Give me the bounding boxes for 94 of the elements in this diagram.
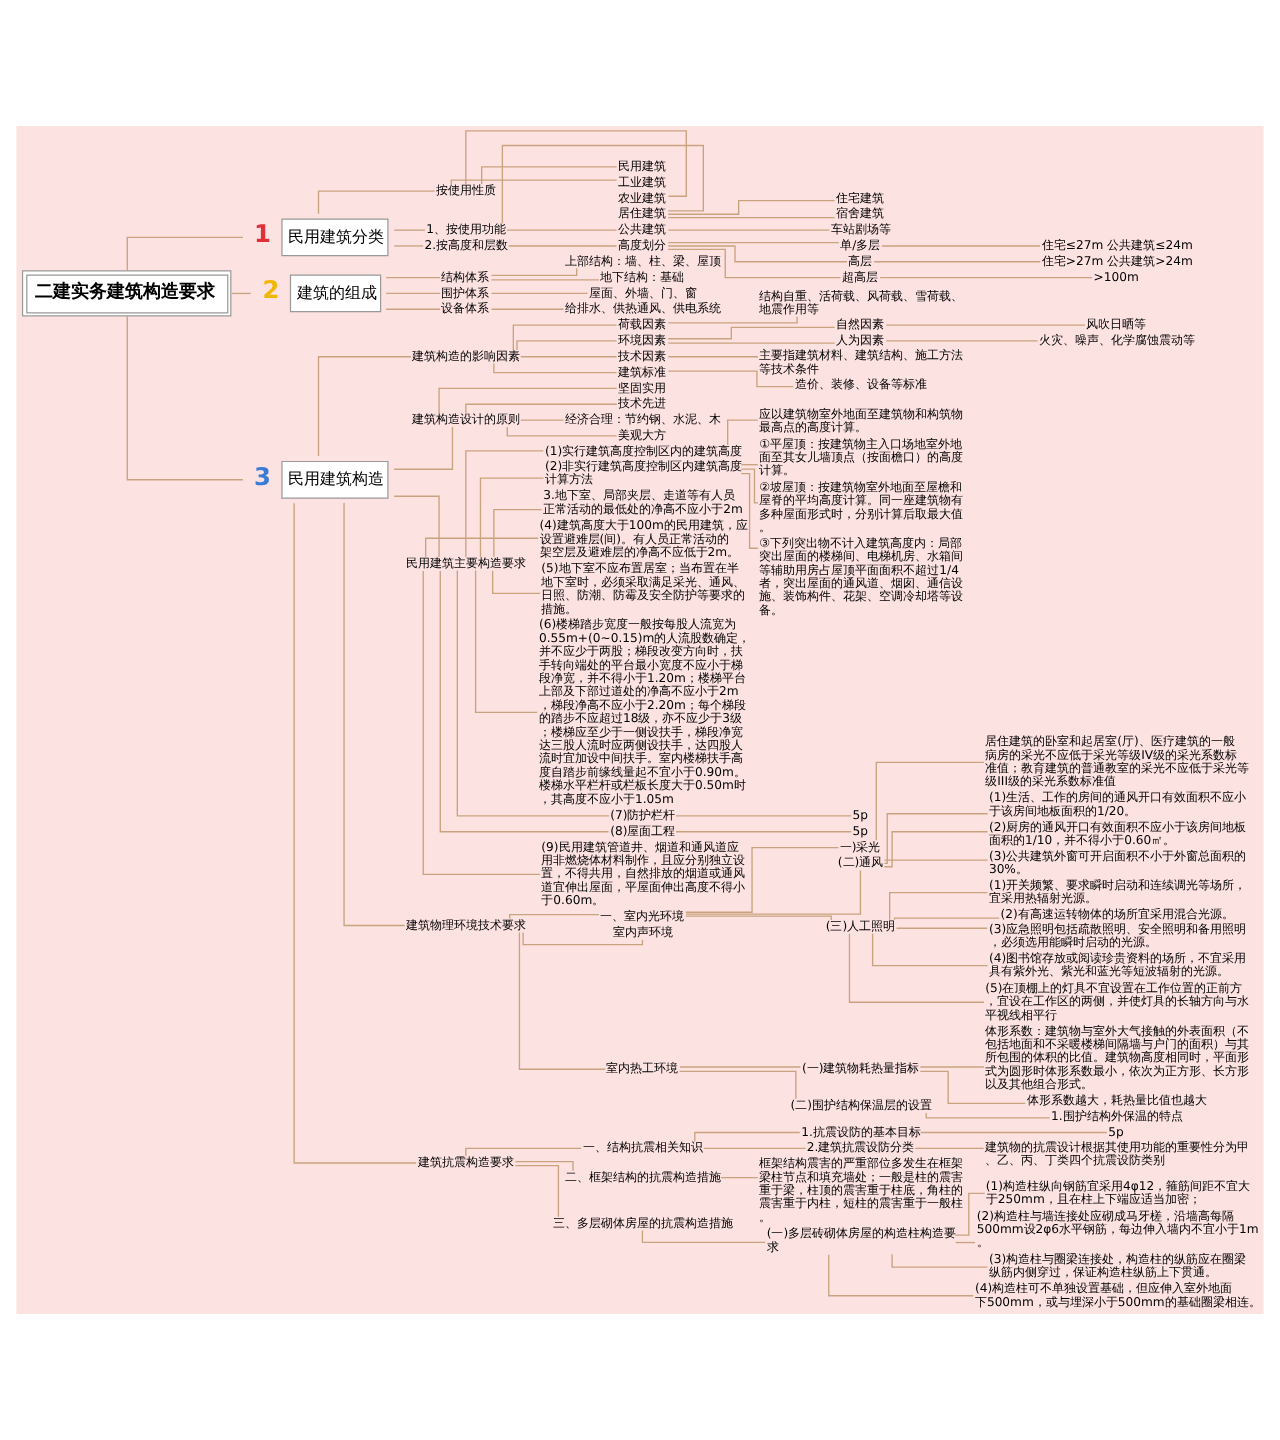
connector: [871, 932, 989, 967]
connector: [438, 387, 618, 415]
connector: [518, 931, 606, 1070]
connector: [393, 229, 426, 231]
connector: [422, 570, 541, 876]
node-label: 1: [253, 220, 271, 249]
connector: [465, 450, 544, 558]
connector: [493, 508, 543, 558]
connector: [720, 1176, 759, 1179]
connector: [385, 292, 441, 295]
connector: [883, 831, 989, 868]
connector: [506, 229, 618, 231]
connector: [490, 267, 578, 277]
connector: [512, 324, 618, 351]
connector: [889, 891, 989, 921]
connector: [490, 308, 565, 310]
connector: [465, 403, 618, 414]
connector: [385, 308, 441, 310]
connector: [667, 216, 836, 219]
connector: [685, 846, 840, 913]
connector: [293, 502, 417, 1164]
connector: [925, 1112, 1051, 1119]
connector: [393, 245, 424, 247]
connector: [675, 831, 852, 833]
connector: [490, 292, 589, 295]
connector: [126, 315, 244, 481]
connector: [667, 248, 842, 279]
connector: [883, 813, 989, 865]
connector: [667, 370, 794, 388]
connector: [479, 477, 545, 558]
node-label: 3: [253, 462, 271, 491]
connector: [667, 241, 840, 244]
connector: [126, 236, 244, 272]
connector: [891, 1253, 989, 1268]
connector: [520, 356, 618, 358]
connector: [727, 419, 759, 446]
connector: [685, 915, 832, 921]
connector: [509, 913, 600, 920]
connector: [425, 537, 539, 558]
connector: [450, 179, 618, 185]
connector: [393, 426, 454, 470]
connector: [317, 356, 412, 457]
connector: [885, 324, 1086, 326]
connector: [490, 279, 600, 281]
connector: [694, 1131, 801, 1143]
connector: [439, 570, 610, 833]
connector: [465, 1147, 582, 1157]
connector: [465, 130, 687, 197]
connector: [883, 859, 989, 861]
connector: [393, 495, 440, 558]
connector: [875, 761, 985, 841]
connector: [873, 261, 1041, 263]
connector: [456, 569, 610, 817]
connector: [343, 502, 406, 927]
connector: [474, 569, 538, 714]
connector: [481, 166, 618, 185]
connector: [667, 315, 798, 324]
connector: [920, 1131, 1108, 1134]
connector: [507, 245, 618, 247]
connector: [919, 1066, 985, 1068]
connector: [491, 570, 541, 594]
connector: [703, 1147, 807, 1150]
connector: [885, 340, 1039, 342]
connector: [679, 1066, 802, 1068]
connector: [516, 340, 618, 351]
connector: [667, 356, 759, 358]
connector: [675, 815, 852, 817]
connector: [506, 426, 618, 437]
connector: [667, 200, 836, 215]
node-label: 2: [262, 276, 280, 305]
connector: [914, 1147, 985, 1150]
connector: [667, 229, 830, 231]
connector: [828, 1254, 974, 1297]
connector: [522, 931, 644, 946]
connector: [514, 1160, 574, 1172]
connector: [685, 869, 862, 915]
connector: [385, 276, 441, 279]
connector: [678, 1070, 797, 1100]
connector: [955, 1241, 976, 1244]
connector: [848, 933, 985, 1003]
connector: [881, 245, 1041, 247]
connector: [514, 1164, 560, 1218]
connector: [231, 292, 252, 295]
connector: [667, 326, 836, 340]
connector: [895, 927, 988, 929]
connector: [919, 1070, 1026, 1104]
connector: [893, 917, 1000, 921]
connector: [667, 245, 848, 263]
connector: [879, 276, 1093, 279]
connector: [740, 468, 759, 504]
connector: [501, 144, 704, 224]
connector: [493, 362, 618, 374]
connector: [667, 342, 836, 344]
connector: [520, 419, 565, 421]
